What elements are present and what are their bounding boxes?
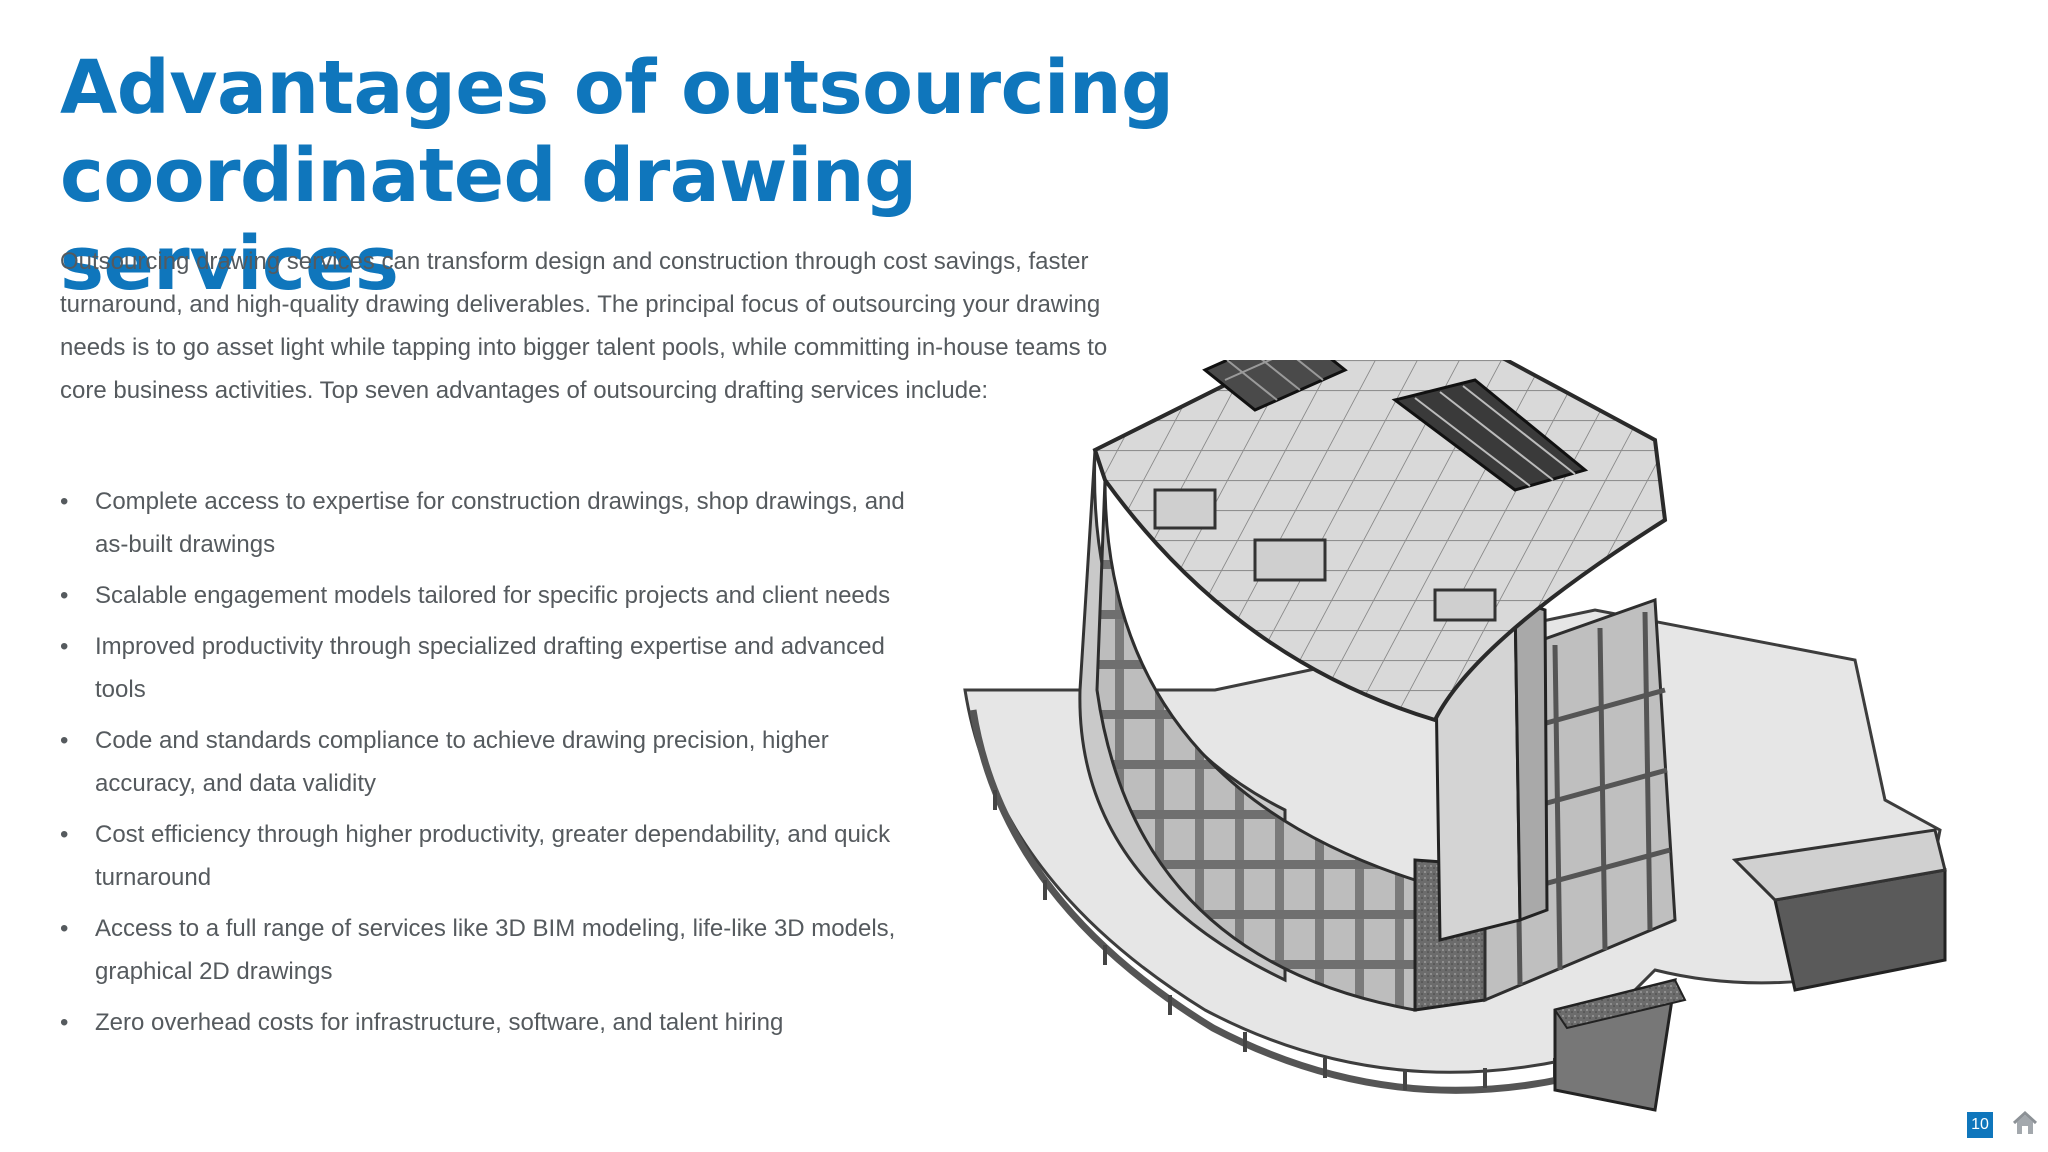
- list-item: Cost efficiency through higher productiv…: [60, 813, 910, 899]
- list-item: Scalable engagement models tailored for …: [60, 574, 910, 617]
- page-number: 10: [1967, 1112, 1993, 1138]
- advantages-list: Complete access to expertise for constru…: [60, 480, 910, 1052]
- list-item: Code and standards compliance to achieve…: [60, 719, 910, 805]
- list-item: Access to a full range of services like …: [60, 907, 910, 993]
- list-item: Zero overhead costs for infrastructure, …: [60, 1001, 910, 1044]
- list-item: Improved productivity through specialize…: [60, 625, 910, 711]
- list-item: Complete access to expertise for constru…: [60, 480, 910, 566]
- building-model-illustration: [963, 360, 1947, 1112]
- home-icon[interactable]: [2012, 1110, 2038, 1136]
- intro-paragraph: Outsourcing drawing services can transfo…: [60, 248, 1108, 404]
- slide-title: Advantages of outsourcing coordinated dr…: [60, 45, 1174, 307]
